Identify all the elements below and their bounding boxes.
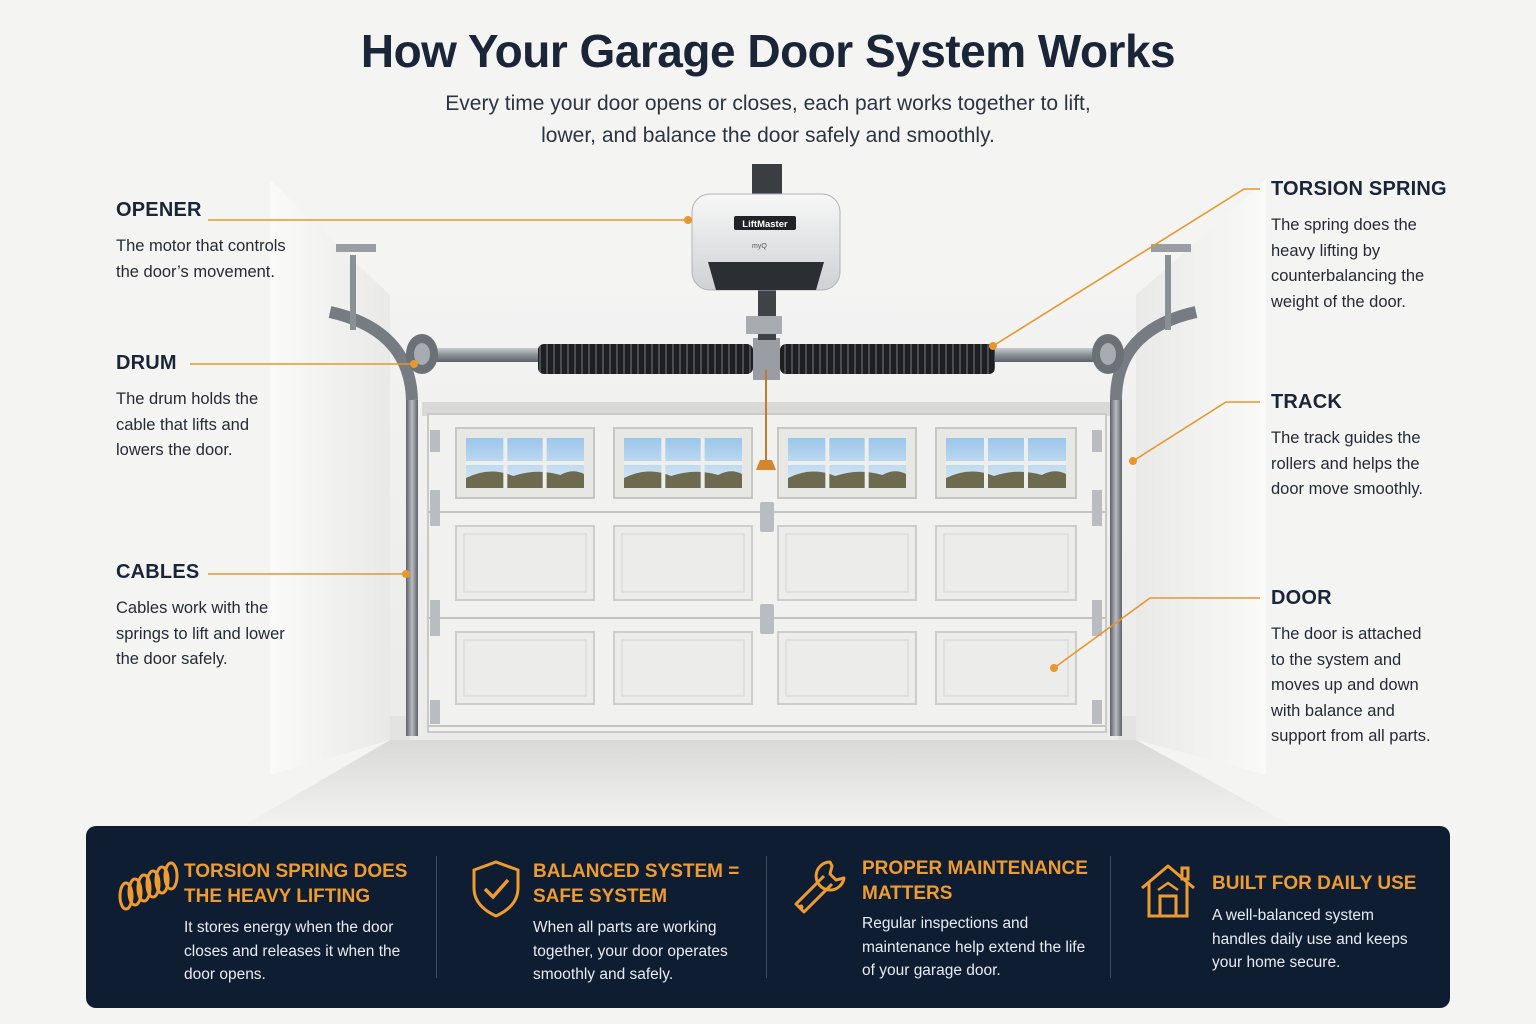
feature-daily-use-title: BUILT FOR DAILY USE xyxy=(1212,873,1417,894)
label-opener: OPENER The motor that controls the door’… xyxy=(116,199,356,285)
feature-maintenance-title: PROPER MAINTENANCE MATTERS xyxy=(862,858,1088,904)
label-torsion-spring-name: TORSION SPRING xyxy=(1271,178,1447,200)
door-raised-panel-inset xyxy=(785,533,909,593)
label-cables-name: CABLES xyxy=(116,561,200,583)
label-opener-description: The motor that controls the door’s movem… xyxy=(116,237,286,281)
house-icon xyxy=(1141,864,1195,918)
door-raised-panel xyxy=(935,525,1077,601)
label-drum: DRUM The drum holds the cable that lifts… xyxy=(116,352,356,464)
svg-text:myQ: myQ xyxy=(752,243,767,250)
door-window-trees xyxy=(466,471,584,488)
door-raised-panel-inset xyxy=(621,639,745,697)
label-door: DOOR The door is attached to the system … xyxy=(1271,587,1511,750)
shield-check-icon xyxy=(472,860,520,918)
label-door-description: The door is attached to the system and m… xyxy=(1271,625,1431,745)
door-raised-panel xyxy=(613,525,753,601)
label-door-name: DOOR xyxy=(1271,587,1332,609)
features-panel: TORSION SPRING DOES THE HEAVY LIFTING It… xyxy=(86,826,1450,1008)
page-subtitle: Every time your door opens or closes, ea… xyxy=(445,92,1091,147)
feature-balanced-system-text: When all parts are working together, you… xyxy=(533,919,728,983)
door-raised-panel xyxy=(777,525,917,601)
feature-torsion-spring-text: It stores energy when the door closes an… xyxy=(184,919,401,983)
door-raised-panel-inset xyxy=(463,639,587,697)
door-window-trees xyxy=(946,471,1066,488)
label-drum-name: DRUM xyxy=(116,352,177,374)
door-raised-panel xyxy=(455,631,595,705)
door-raised-panel xyxy=(455,525,595,601)
door-window-trees xyxy=(624,471,742,488)
door-raised-panel-inset xyxy=(943,533,1069,593)
spring-icon xyxy=(118,861,179,911)
label-drum-description: The drum holds the cable that lifts and … xyxy=(116,390,259,459)
door-raised-panel-inset xyxy=(621,533,745,593)
divider xyxy=(766,856,767,978)
door-raised-panel-inset xyxy=(463,533,587,593)
door-raised-panel-inset xyxy=(785,639,909,697)
page-title: How Your Garage Door System Works xyxy=(360,25,1176,77)
label-cables-description: Cables work with the springs to lift and… xyxy=(116,599,285,668)
feature-balanced-system: BALANCED SYSTEM = SAFE SYSTEM When all p… xyxy=(464,826,774,1008)
divider xyxy=(436,856,437,978)
label-track: TRACK The track guides the rollers and h… xyxy=(1271,391,1511,503)
label-torsion-spring-description: The spring does the heavy lifting by cou… xyxy=(1271,216,1425,311)
door-raised-panel xyxy=(613,631,753,705)
feature-balanced-system-title: BALANCED SYSTEM = SAFE SYSTEM xyxy=(533,861,740,907)
label-cables: CABLES Cables work with the springs to l… xyxy=(116,561,356,673)
label-opener-name: OPENER xyxy=(116,199,202,221)
feature-maintenance: PROPER MAINTENANCE MATTERS Regular inspe… xyxy=(790,826,1100,1008)
label-track-description: The track guides the rollers and helps t… xyxy=(1271,429,1423,498)
wrench-icon xyxy=(794,860,846,914)
feature-torsion-spring-title: TORSION SPRING DOES THE HEAVY LIFTING xyxy=(184,861,408,907)
feature-torsion-spring: TORSION SPRING DOES THE HEAVY LIFTING It… xyxy=(116,826,436,1008)
divider xyxy=(1110,856,1111,978)
opener-brand-label: LiftMaster xyxy=(742,219,788,230)
door-window-trees xyxy=(788,471,906,488)
feature-maintenance-text: Regular inspections and maintenance help… xyxy=(862,915,1086,979)
feature-daily-use-text: A well-balanced system handles daily use… xyxy=(1212,907,1408,971)
label-torsion-spring: TORSION SPRING The spring does the heavy… xyxy=(1271,178,1511,315)
feature-daily-use: BUILT FOR DAILY USE A well-balanced syst… xyxy=(1136,826,1436,1008)
door-raised-panel xyxy=(777,631,917,705)
door-raised-panel-inset xyxy=(943,639,1069,697)
label-track-name: TRACK xyxy=(1271,391,1342,413)
